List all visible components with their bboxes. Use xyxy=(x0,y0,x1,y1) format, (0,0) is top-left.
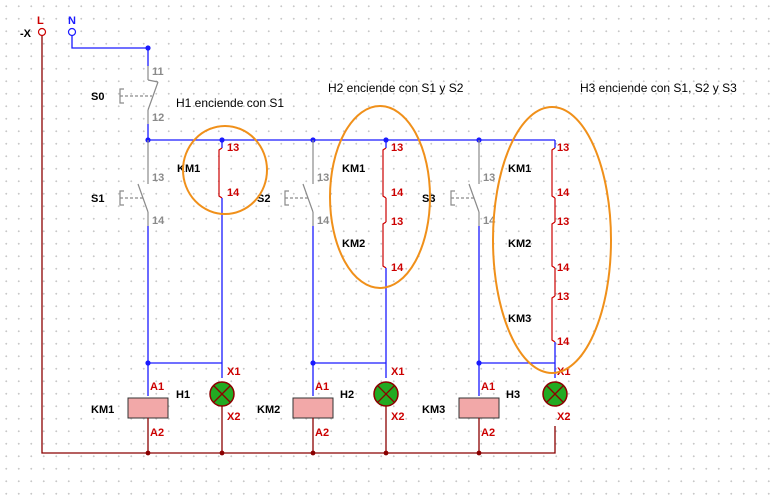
highlight-ellipse-h2 xyxy=(329,105,431,289)
contact-terminal: 13 xyxy=(557,291,569,303)
contact-terminal: 13 xyxy=(391,216,403,228)
highlight-ellipse-h3 xyxy=(492,106,612,374)
contact-terminal: 13 xyxy=(227,142,239,154)
annotation-h2: H2 enciende con S1 y S2 xyxy=(328,81,464,95)
stop-terminal-bottom: 12 xyxy=(152,112,164,124)
coil-km3: KM3 A1 A2 xyxy=(422,381,500,439)
lamp-terminal-x2: X2 xyxy=(227,411,240,423)
contact-terminal: 14 xyxy=(557,262,570,274)
contact-label: KM1 xyxy=(177,163,200,175)
contact-terminal: 14 xyxy=(557,187,570,199)
coil-km1: KM1 A1 A2 xyxy=(91,381,169,439)
start-button-s3: S3 13 14 xyxy=(422,140,496,227)
line-label: L xyxy=(37,15,44,27)
coil-label: KM3 xyxy=(422,404,445,416)
start-button-s2-label: S2 xyxy=(257,193,270,205)
junction xyxy=(219,450,225,456)
lamp-h3: H3 X1 X2 xyxy=(506,366,570,423)
lamp-terminal-x2: X2 xyxy=(557,411,570,423)
start-button-s1-label: S1 xyxy=(91,193,104,205)
lamp-terminal-x1: X1 xyxy=(391,366,404,378)
contact-terminal: 14 xyxy=(227,187,240,199)
coil-label: KM1 xyxy=(91,404,114,416)
contact-label: KM2 xyxy=(508,238,531,250)
stop-terminal-top: 11 xyxy=(152,66,164,78)
neutral-supply-wire xyxy=(71,36,149,66)
start-button-s3-label: S3 xyxy=(422,193,435,205)
coil-terminal-a1: A1 xyxy=(315,381,329,393)
contact-terminal: 14 xyxy=(391,187,404,199)
coil-terminal-a1: A1 xyxy=(150,381,164,393)
s2-terminal-bottom: 14 xyxy=(317,215,330,227)
contact-terminal: 14 xyxy=(391,262,404,274)
annotation-h1: H1 enciende con S1 xyxy=(176,96,284,110)
highlight-ellipse-h1 xyxy=(182,125,268,215)
contacts-branch2: KM1 13 14 KM2 13 14 xyxy=(342,140,404,274)
contacts-branch3: KM1 13 14 KM2 13 14 KM3 13 14 xyxy=(508,140,570,348)
coil-terminal-a2: A2 xyxy=(150,427,164,439)
lamp-h2: H2 X1 X2 xyxy=(340,366,404,423)
neutral-terminal xyxy=(67,27,77,37)
start-button-s2: S2 13 14 xyxy=(257,140,330,227)
s1-terminal-bottom: 14 xyxy=(152,215,165,227)
start-button-s1: S1 13 14 xyxy=(91,140,165,227)
coil-label: KM2 xyxy=(257,404,280,416)
s3-terminal-top: 13 xyxy=(483,172,495,184)
stop-button-label: S0 xyxy=(91,91,104,103)
junction xyxy=(310,450,316,456)
coil-terminal-a2: A2 xyxy=(315,427,329,439)
junction xyxy=(383,450,389,456)
coil-km2: KM2 A1 A2 xyxy=(257,381,334,439)
junction xyxy=(145,450,151,456)
neutral-label: N xyxy=(68,15,76,27)
terminal-prefix: -X xyxy=(20,28,32,40)
s2-terminal-top: 13 xyxy=(317,172,329,184)
contact-label: KM2 xyxy=(342,238,365,250)
lamp-terminal-x1: X1 xyxy=(227,366,240,378)
lamp-label: H3 xyxy=(506,389,520,401)
coil-terminal-a1: A1 xyxy=(481,381,495,393)
contact-label: KM1 xyxy=(508,163,531,175)
lamp-label: H2 xyxy=(340,389,354,401)
lamp-label: H1 xyxy=(176,389,190,401)
line-terminal xyxy=(37,27,47,37)
junction xyxy=(145,45,151,51)
contact-label: KM1 xyxy=(342,163,365,175)
contact-terminal: 13 xyxy=(557,142,569,154)
junction xyxy=(476,450,482,456)
coil-terminal-a2: A2 xyxy=(481,427,495,439)
stop-button-s0: S0 11 12 xyxy=(91,66,164,124)
contact-label: KM3 xyxy=(508,313,531,325)
line-return-wire xyxy=(41,36,556,454)
contact-terminal: 13 xyxy=(391,142,403,154)
contact-terminal: 14 xyxy=(557,336,570,348)
s1-terminal-top: 13 xyxy=(152,172,164,184)
contact-terminal: 13 xyxy=(557,216,569,228)
annotation-h3: H3 enciende con S1, S2 y S3 xyxy=(580,81,737,95)
lamp-h1: H1 X1 X2 xyxy=(176,366,240,423)
lamp-terminal-x2: X2 xyxy=(391,411,404,423)
